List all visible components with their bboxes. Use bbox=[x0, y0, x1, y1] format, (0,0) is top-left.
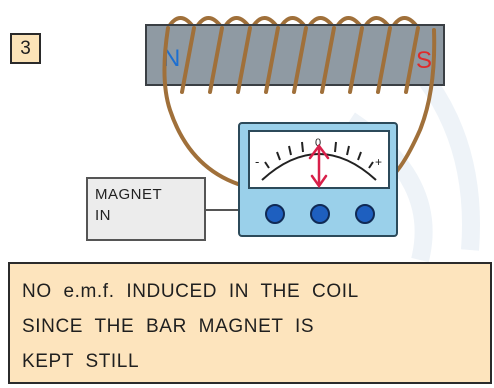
galvanometer-knob-right bbox=[355, 204, 375, 224]
galvanometer-knob-center bbox=[310, 204, 330, 224]
galvanometer-plus-label: + bbox=[375, 155, 382, 169]
coil-front-strands bbox=[180, 26, 420, 94]
south-pole-label: S bbox=[416, 47, 432, 74]
galvanometer-ticks bbox=[264, 141, 374, 169]
magnet-state-label-line1: MAGNET bbox=[95, 186, 163, 203]
galvanometer: 0 - + bbox=[238, 122, 398, 237]
galvanometer-minus-label: - bbox=[255, 154, 259, 169]
caption-line-2: SINCE THE BAR MAGNET IS bbox=[22, 316, 315, 337]
magnet-state-label: MAGNET IN bbox=[86, 177, 206, 241]
galvanometer-needle bbox=[308, 143, 330, 189]
step-number-badge: 3 bbox=[10, 33, 41, 64]
bar-magnet bbox=[145, 24, 445, 86]
galvanometer-zero-label: 0 bbox=[315, 137, 321, 149]
magnet-state-label-line2: IN bbox=[95, 207, 111, 224]
caption-line-3: KEPT STILL bbox=[22, 351, 140, 372]
explanation-caption: NO e.m.f. INDUCED IN THE COIL SINCE THE … bbox=[8, 262, 492, 384]
galvanometer-knob-left bbox=[265, 204, 285, 224]
caption-line-1: NO e.m.f. INDUCED IN THE COIL bbox=[22, 281, 359, 302]
north-pole-label: N bbox=[163, 45, 180, 72]
